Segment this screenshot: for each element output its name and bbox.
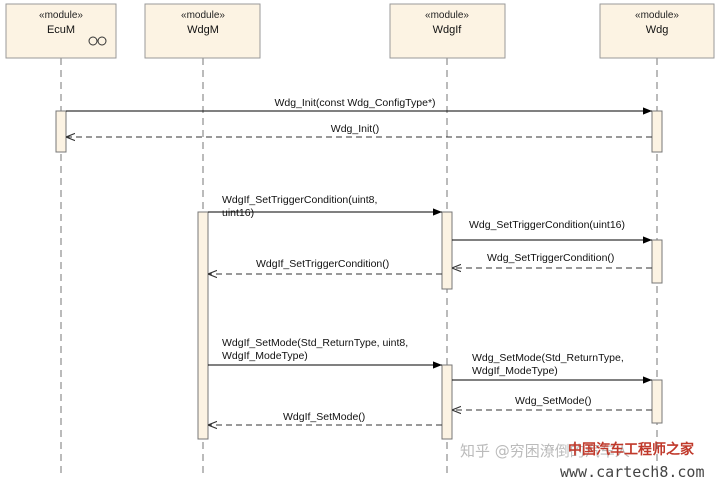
message-wdg-settrigger-call: Wdg_SetTriggerCondition(uint16) (452, 219, 652, 244)
activation-wdg-init (651, 110, 663, 153)
watermark-site-url: www.cartech8.com (560, 463, 705, 481)
module-wdgm: «module» WdgM (144, 3, 261, 59)
message-label: WdgIf_ModeType) (472, 365, 558, 377)
message-label: uint16) (222, 207, 254, 219)
message-label: Wdg_SetTriggerCondition() (487, 252, 614, 264)
activation-ecum (55, 110, 67, 153)
activation-wdgm (197, 211, 209, 440)
activation-wdgif-mode (441, 364, 453, 440)
infinity-icon (88, 36, 107, 46)
activation-wdg-trigger (651, 239, 663, 284)
module-ecum: «module» EcuM (5, 3, 117, 59)
watermark-zhihu: 知乎 @穷困潦倒的汽车人 (460, 442, 630, 460)
module-name: WdgIf (433, 24, 463, 36)
message-wdgif-settrigger-return: WdgIf_SetTriggerCondition() (208, 258, 442, 274)
message-label: Wdg_SetTriggerCondition(uint16) (469, 219, 625, 231)
message-label: WdgIf_SetMode() (283, 411, 365, 423)
module-name: EcuM (47, 24, 75, 36)
module-wdgif: «module» WdgIf (389, 3, 506, 59)
module-stereotype: «module» (425, 10, 469, 21)
message-label: WdgIf_SetMode(Std_ReturnType, uint8, (222, 337, 408, 349)
message-label: WdgIf_ModeType) (222, 350, 308, 362)
message-label: Wdg_Init(const Wdg_ConfigType*) (274, 97, 435, 109)
message-label: Wdg_Init() (331, 123, 379, 135)
module-stereotype: «module» (181, 10, 225, 21)
message-wdg-settrigger-return: Wdg_SetTriggerCondition() (452, 252, 652, 268)
message-label: Wdg_SetMode() (515, 395, 591, 407)
message-wdgif-setmode-call: WdgIf_SetMode(Std_ReturnType, uint8, Wdg… (208, 337, 442, 369)
message-wdgif-settrigger-call: WdgIf_SetTriggerCondition(uint8, uint16) (208, 194, 442, 219)
watermark: 知乎 @穷困潦倒的汽车人 中国汽车工程师之家 www.cartech8.com (460, 441, 705, 481)
module-name: WdgM (187, 24, 219, 36)
module-stereotype: «module» (635, 10, 679, 21)
module-name: Wdg (646, 24, 669, 36)
activation-wdgif-trigger (441, 211, 453, 290)
message-label: Wdg_SetMode(Std_ReturnType, (472, 352, 624, 364)
message-label: WdgIf_SetTriggerCondition(uint8, (222, 194, 377, 206)
message-wdg-init-call: Wdg_Init(const Wdg_ConfigType*) (66, 97, 652, 115)
watermark-site-cn: 中国汽车工程师之家 (568, 441, 695, 458)
message-wdg-setmode-return: Wdg_SetMode() (452, 395, 652, 410)
message-label: WdgIf_SetTriggerCondition() (256, 258, 389, 270)
message-wdg-init-return: Wdg_Init() (66, 123, 652, 137)
message-wdg-setmode-call: Wdg_SetMode(Std_ReturnType, WdgIf_ModeTy… (452, 352, 652, 384)
message-wdgif-setmode-return: WdgIf_SetMode() (208, 411, 442, 425)
module-stereotype: «module» (39, 10, 83, 21)
activation-wdg-mode (651, 379, 663, 424)
module-wdg: «module» Wdg (599, 3, 715, 59)
